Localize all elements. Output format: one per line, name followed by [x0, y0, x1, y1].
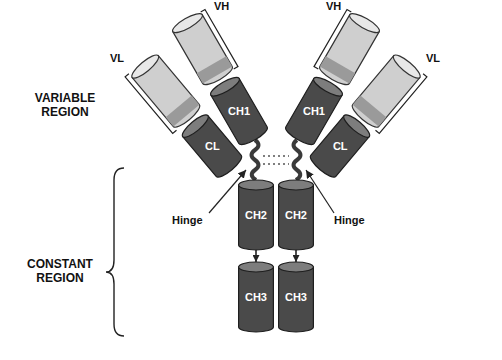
vl-segment [349, 52, 423, 131]
vl-bracket [125, 74, 176, 134]
vl-segment [129, 52, 203, 131]
constant-cylinder: CH3 [278, 262, 314, 332]
domain-name: CL [333, 140, 348, 152]
vh-segment [170, 10, 234, 88]
disulfide-bond [263, 163, 289, 165]
cylinder-cap [239, 180, 274, 190]
domain-label: VH [326, 0, 341, 13]
cylinder-body [279, 267, 314, 332]
vl-bracket [376, 74, 427, 134]
hinge-label: Hinge [172, 214, 203, 227]
cylinder-cap [341, 112, 373, 141]
cylinder-cap [279, 262, 314, 272]
domain-label: VL [426, 52, 440, 65]
domain-label: VH [214, 0, 229, 13]
constant-cylinder: CH2 [278, 180, 314, 250]
domain-label: VL [110, 52, 124, 65]
cylinder-cap [279, 180, 314, 190]
cylinder-cap [208, 75, 241, 100]
domain-link [255, 250, 257, 262]
cylinder-body [239, 267, 274, 332]
region-label: VARIABLE REGION [20, 92, 110, 120]
domain-name: CH1 [302, 105, 324, 117]
domain-name: CL [205, 140, 220, 152]
region-label: CONSTANT REGION [14, 258, 106, 286]
hinge-wave [294, 140, 301, 180]
constant-cylinder: CH3 [238, 262, 274, 332]
hinge-label: Hinge [334, 214, 365, 227]
domain-name: CH1 [227, 105, 249, 117]
constant-brace [106, 168, 124, 336]
domain-name: CH2 [285, 209, 307, 221]
cylinder-cap [311, 75, 344, 100]
cylinder-cap [239, 262, 274, 272]
cylinder-body [239, 185, 274, 250]
vh-bracket [201, 10, 238, 70]
domain-link [295, 250, 297, 262]
constant-cylinder: CH2 [238, 180, 274, 250]
domain-name: CH3 [285, 291, 307, 303]
disulfide-bond [263, 155, 289, 157]
vh-segment [317, 10, 381, 88]
cylinder-cap [180, 112, 212, 141]
domain-name: CH2 [245, 209, 267, 221]
vh-bracket [314, 10, 351, 70]
domain-name: CH3 [245, 291, 267, 303]
hinge-wave [252, 140, 259, 180]
cylinder-body [279, 185, 314, 250]
